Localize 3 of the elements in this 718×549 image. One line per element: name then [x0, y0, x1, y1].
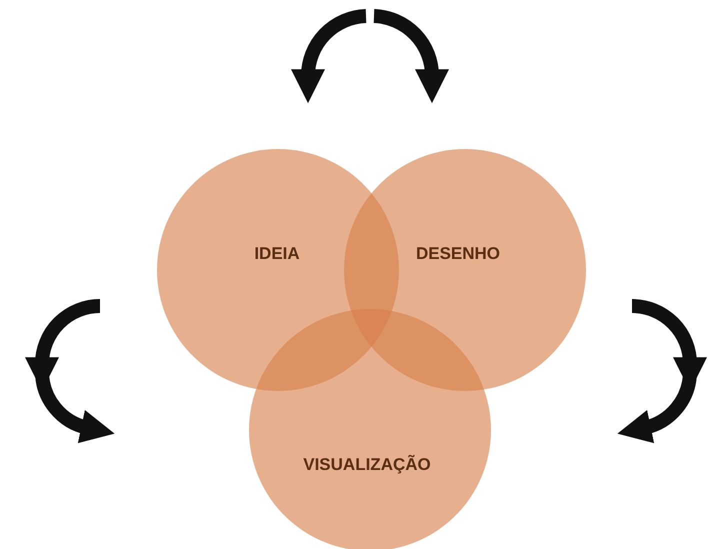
circle-label: IDEIA — [254, 244, 300, 264]
circle-label: DESENHO — [416, 244, 500, 264]
circle-label: VISUALIZAÇÃO — [303, 455, 431, 475]
